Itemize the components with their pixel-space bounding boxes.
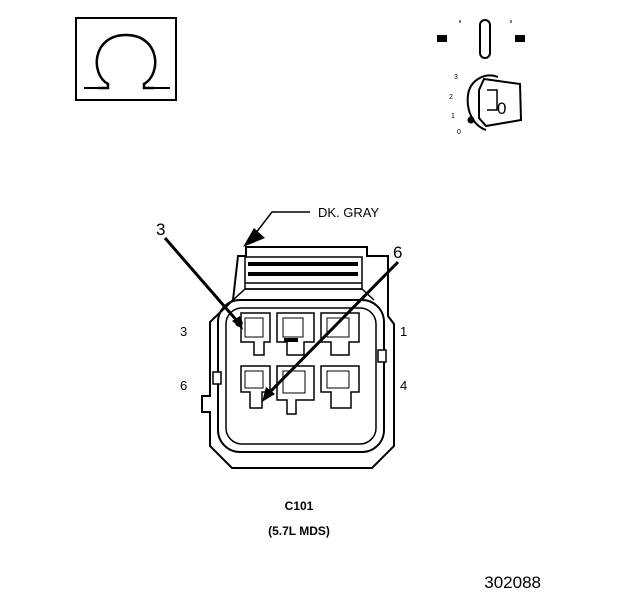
wire-color-label: DK. GRAY [318,205,379,220]
terminal-cavity-top-right [320,312,360,356]
callout-3-label: 3 [156,220,165,239]
terminal-cavity-bottom-right [320,365,360,409]
ignition-position-3: 3 [454,74,458,81]
connector-name: C101 [285,499,314,513]
cavity-label-bottom-right: 4 [400,378,407,393]
callout-6-label: 6 [393,243,402,262]
callout-6: 6 [262,243,402,402]
cavity-label-top-left: 3 [180,324,187,339]
key-position-label: 0 [497,99,506,118]
terminal-cavity-top-middle [276,312,315,356]
cavity-label-top-right: 1 [400,324,407,339]
callout-3: 3 [156,220,243,330]
terminal-cavity-top-left [235,312,271,356]
ignition-position-0: 0 [457,129,461,136]
cavity-label-bottom-left: 6 [180,378,187,393]
ignition-position-1: 1 [451,113,455,120]
wire-color-callout: DK. GRAY [243,205,379,247]
terminal-cavity-bottom-middle [276,365,315,415]
connector-c101-body [201,246,395,469]
terminal-cavity-bottom-left [240,365,271,409]
figure-number: 302088 [484,573,541,592]
ohmmeter-icon [75,17,177,101]
ignition-switch-icon: 3 2 1 0 0 [437,19,525,136]
connector-variant: (5.7L MDS) [268,524,330,538]
ignition-position-2: 2 [449,94,453,101]
